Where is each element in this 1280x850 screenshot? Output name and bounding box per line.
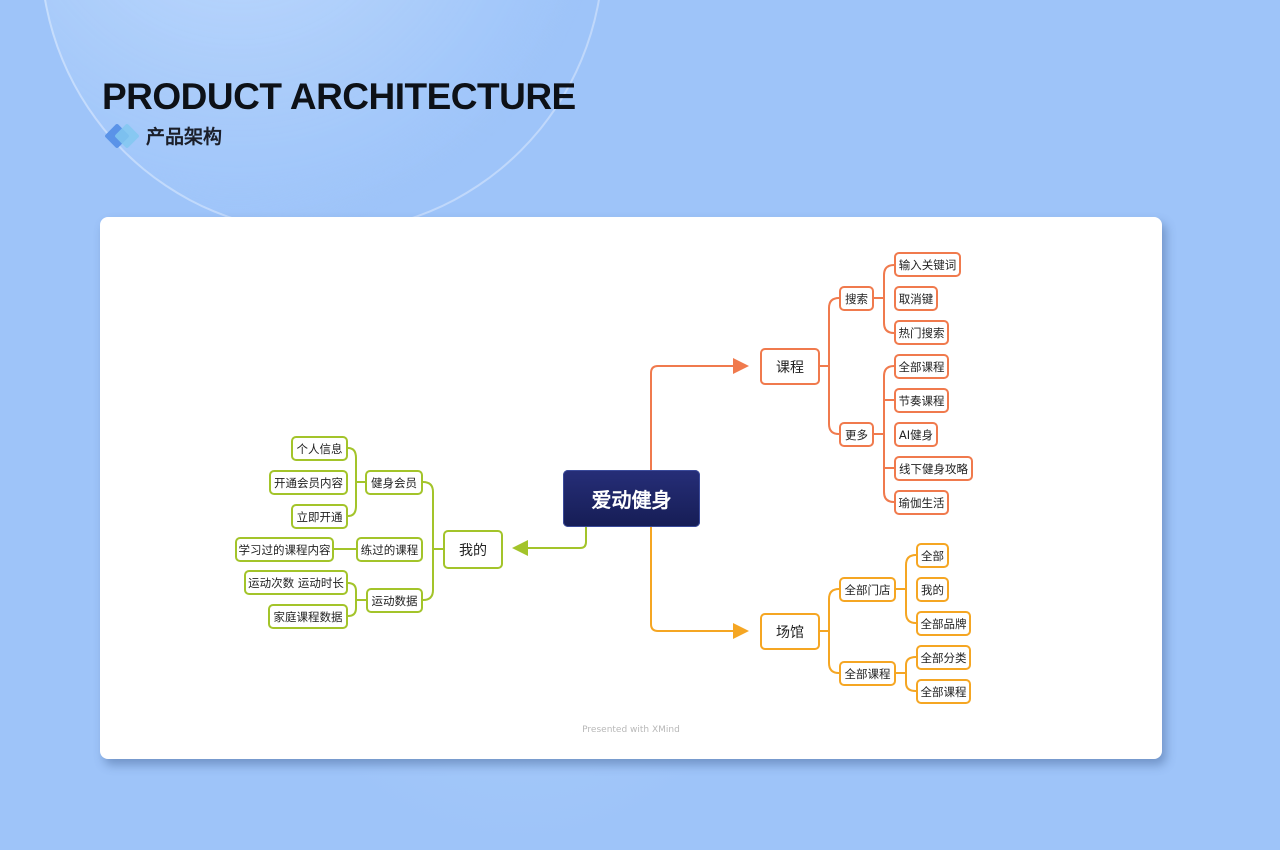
node-more-item: 节奏课程: [894, 388, 949, 413]
node-membership-item: 开通会员内容: [269, 470, 348, 495]
node-history: 练过的课程: [356, 537, 423, 562]
node-search-item: 取消键: [894, 286, 938, 311]
node-more-item: AI健身: [894, 422, 938, 447]
node-membership-item: 个人信息: [291, 436, 348, 461]
page-title: PRODUCT ARCHITECTURE: [102, 76, 576, 117]
mindmap-root-node: 爱动健身: [563, 470, 700, 527]
node-history-item: 学习过的课程内容: [235, 537, 334, 562]
footer-credit: Presented with XMind: [582, 725, 680, 735]
node-membership-item: 立即开通: [291, 504, 348, 529]
node-stats: 运动数据: [366, 588, 423, 613]
node-more: 更多: [839, 422, 874, 447]
node-mine: 我的: [443, 530, 503, 569]
node-venue-courses-item: 全部课程: [916, 679, 971, 704]
node-venues: 场馆: [760, 613, 820, 650]
node-stats-item: 运动次数 运动时长: [244, 570, 348, 595]
node-venue-courses-item: 全部分类: [916, 645, 971, 670]
node-search: 搜索: [839, 286, 874, 311]
connector-lines: [334, 264, 917, 692]
node-stores: 全部门店: [839, 577, 896, 602]
node-courses: 课程: [760, 348, 820, 385]
node-more-item: 全部课程: [894, 354, 949, 379]
node-stores-item: 全部: [916, 543, 949, 568]
node-search-item: 输入关键词: [894, 252, 961, 277]
node-more-item: 瑜伽生活: [894, 490, 949, 515]
node-search-item: 热门搜索: [894, 320, 949, 345]
node-membership: 健身会员: [365, 470, 423, 495]
mindmap-card: 爱动健身 课程 搜索 输入关键词 取消键 热门搜索 更多 全部课程 节奏课程 A…: [100, 217, 1162, 759]
node-stores-item: 我的: [916, 577, 949, 602]
node-more-item: 线下健身攻略: [894, 456, 973, 481]
node-stores-item: 全部品牌: [916, 611, 971, 636]
page-subtitle: 产品架构: [146, 126, 223, 148]
node-stats-item: 家庭课程数据: [268, 604, 348, 629]
node-venue-courses: 全部课程: [839, 661, 896, 686]
